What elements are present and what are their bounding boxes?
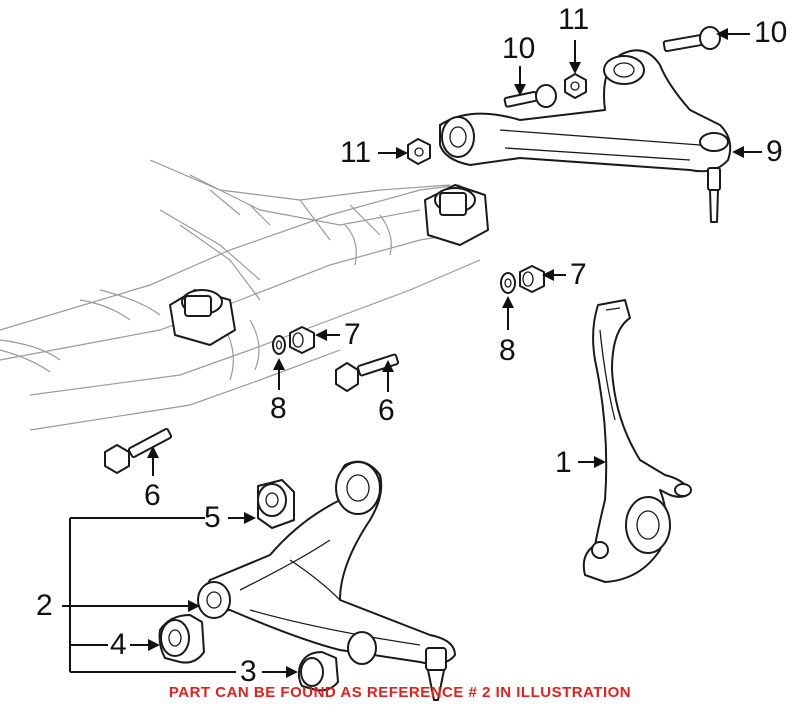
callout-6-upper: 6: [378, 394, 395, 427]
nut-7-left: [289, 326, 315, 354]
callout-1: 1: [555, 446, 572, 479]
callout-3: 3: [240, 655, 257, 688]
lower-control-arm: [197, 460, 456, 701]
leader-lines: [62, 28, 762, 678]
callout-2: 2: [36, 589, 53, 622]
nut-11-left: [407, 138, 431, 165]
crossmember-ghost: [0, 159, 481, 431]
nut-11-upper: [564, 73, 587, 99]
crossmember-mount-left: [169, 289, 236, 346]
callout-11-upper: 11: [558, 3, 590, 36]
bushing-4: [158, 614, 205, 664]
bushing-3: [297, 651, 339, 692]
callout-10-right: 10: [754, 16, 788, 49]
upper-control-arm: [439, 49, 732, 223]
bolt-10-right: [662, 26, 721, 53]
callout-6-lower: 6: [144, 479, 161, 512]
washer-8-right: [500, 272, 516, 294]
callout-11-left: 11: [340, 136, 372, 169]
bushing-5: [257, 479, 295, 529]
callout-8-left: 8: [270, 392, 287, 425]
callout-5: 5: [204, 501, 221, 534]
callout-8-right: 8: [499, 334, 516, 367]
nut-7-right: [519, 265, 545, 293]
reference-notice: PART CAN BE FOUND AS REFERENCE # 2 IN IL…: [168, 684, 632, 701]
callout-10-left: 10: [502, 32, 536, 65]
crossmember-mount-right: [424, 184, 489, 246]
bolt-10-left: [503, 84, 557, 108]
bolt-6-upper: [335, 353, 400, 392]
callout-9: 9: [766, 135, 783, 168]
callout-4: 4: [110, 628, 127, 661]
washer-8-left: [272, 335, 286, 355]
callout-7-left: 7: [344, 318, 361, 351]
steering-knuckle: [582, 299, 692, 583]
callout-7-right: 7: [570, 258, 587, 291]
bolt-6-lower: [104, 427, 173, 474]
